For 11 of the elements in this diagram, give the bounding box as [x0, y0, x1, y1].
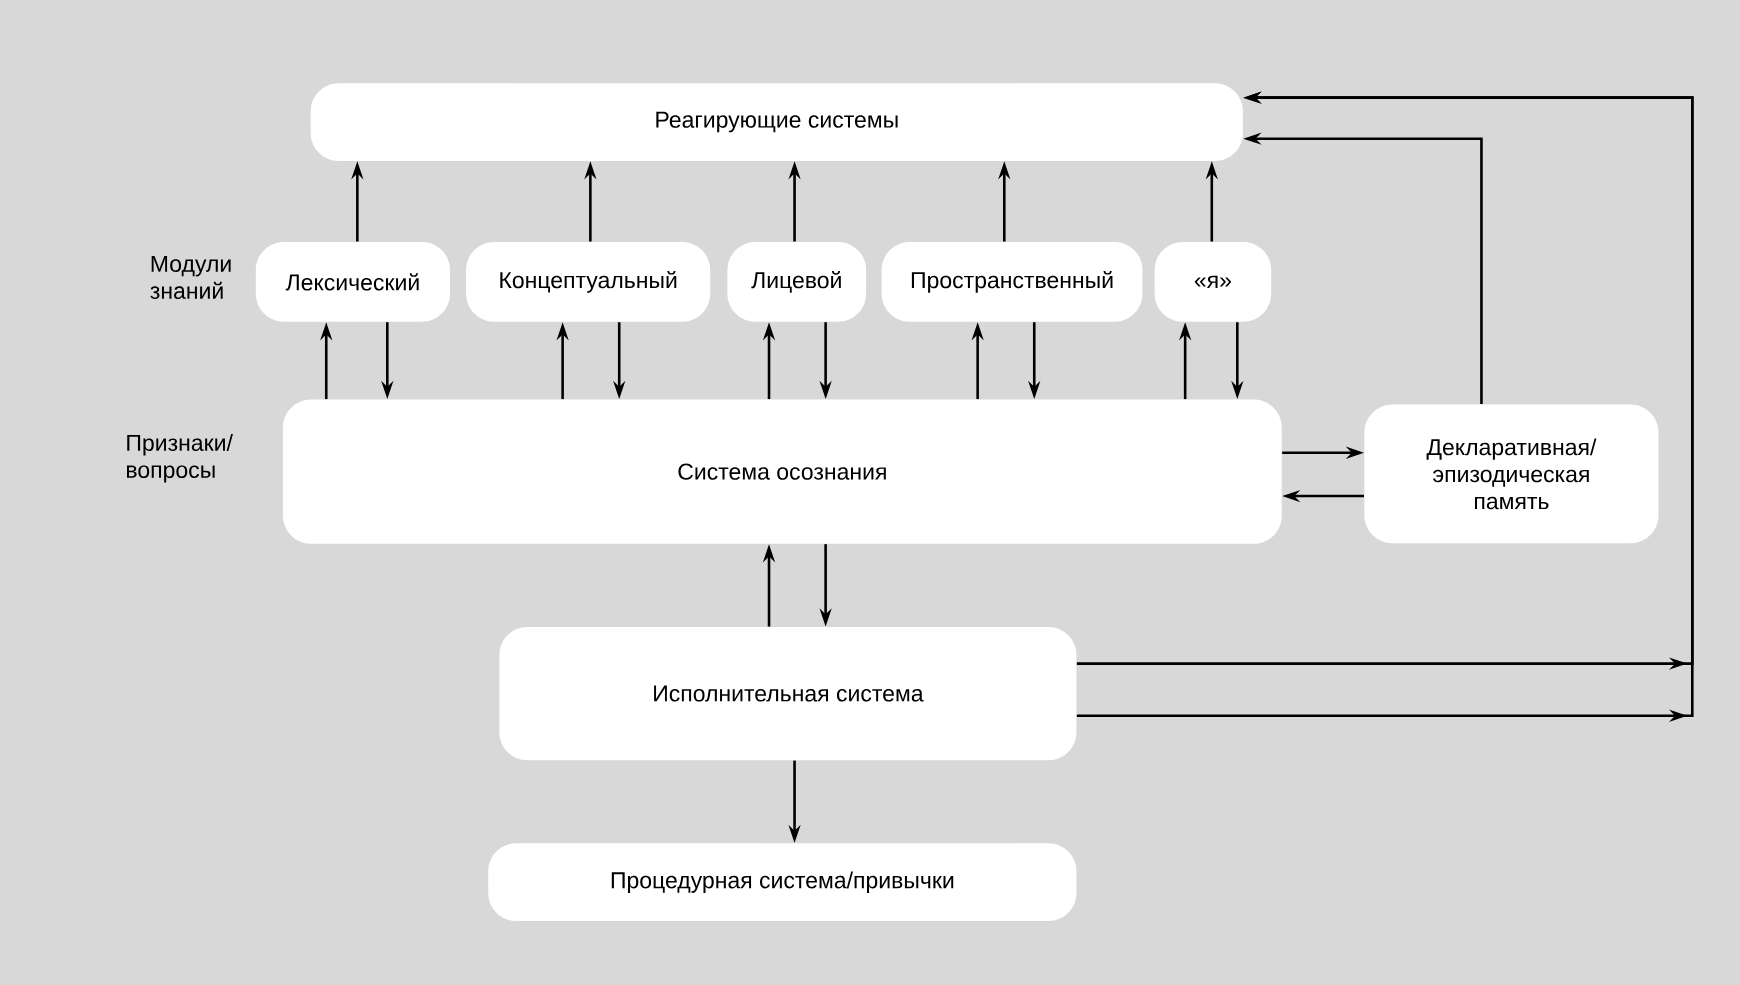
rounded-box: Концептуальный: [466, 241, 711, 322]
rounded-box: Пространственный: [881, 241, 1143, 322]
rounded-box: Реагирующие системы: [310, 83, 1243, 161]
rounded-box: Лексический: [255, 241, 450, 322]
rounded-box: Исполнительная система: [499, 626, 1077, 760]
rounded-box: Декларативная/ эпизодическая память: [1364, 404, 1659, 543]
side-label: Модули знаний: [150, 255, 231, 299]
rounded-box: Система осознания: [282, 399, 1282, 544]
side-label: Признаки/ вопросы: [127, 433, 233, 483]
rounded-box: Процедурная система/привычки: [488, 843, 1077, 921]
rounded-box: Лицевой: [727, 241, 867, 322]
